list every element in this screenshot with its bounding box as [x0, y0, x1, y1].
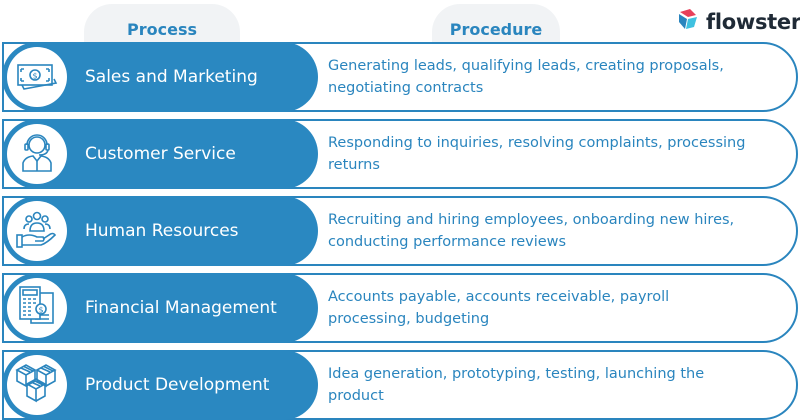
- icon-circle: $: [7, 278, 67, 338]
- svg-text:$: $: [33, 71, 38, 80]
- svg-text:$: $: [39, 305, 44, 314]
- icon-circle: $: [7, 47, 67, 107]
- procedure-text: Idea generation, prototyping, testing, l…: [328, 366, 705, 404]
- process-label: Sales and Marketing: [85, 67, 258, 87]
- procedure-text: Responding to inquiries, resolving compl…: [328, 135, 746, 173]
- logo-text: flowster: [706, 9, 800, 34]
- icon-circle: [7, 355, 67, 415]
- table-row: Human Resources Recruiting and hiring em…: [2, 196, 798, 266]
- procedure-text: Generating leads, qualifying leads, crea…: [328, 58, 724, 96]
- table-row: Product Development Idea generation, pro…: [2, 350, 798, 420]
- procedure-text: Accounts payable, accounts receivable, p…: [328, 289, 670, 327]
- icon-circle: [7, 124, 67, 184]
- procedure-text: Recruiting and hiring employees, onboard…: [328, 212, 735, 250]
- calculator-invoice-icon: $: [17, 285, 57, 332]
- money-bill-icon: $: [16, 59, 58, 96]
- flowster-logo-icon: [676, 7, 700, 36]
- boxes-icon: [15, 362, 59, 409]
- icon-circle: [7, 201, 67, 261]
- process-label: Customer Service: [85, 144, 236, 164]
- process-label: Product Development: [85, 375, 270, 395]
- table-row: $ Financial Management Accounts payable,…: [2, 273, 798, 343]
- flowster-logo: flowster: [676, 7, 800, 36]
- process-label: Financial Management: [85, 298, 277, 318]
- process-label: Human Resources: [85, 221, 239, 241]
- headset-agent-icon: [17, 131, 57, 178]
- people-hand-icon: [15, 209, 59, 254]
- table-row: $ Sales and Marketing Generating leads, …: [2, 42, 798, 112]
- table-row: Customer Service Responding to inquiries…: [2, 119, 798, 189]
